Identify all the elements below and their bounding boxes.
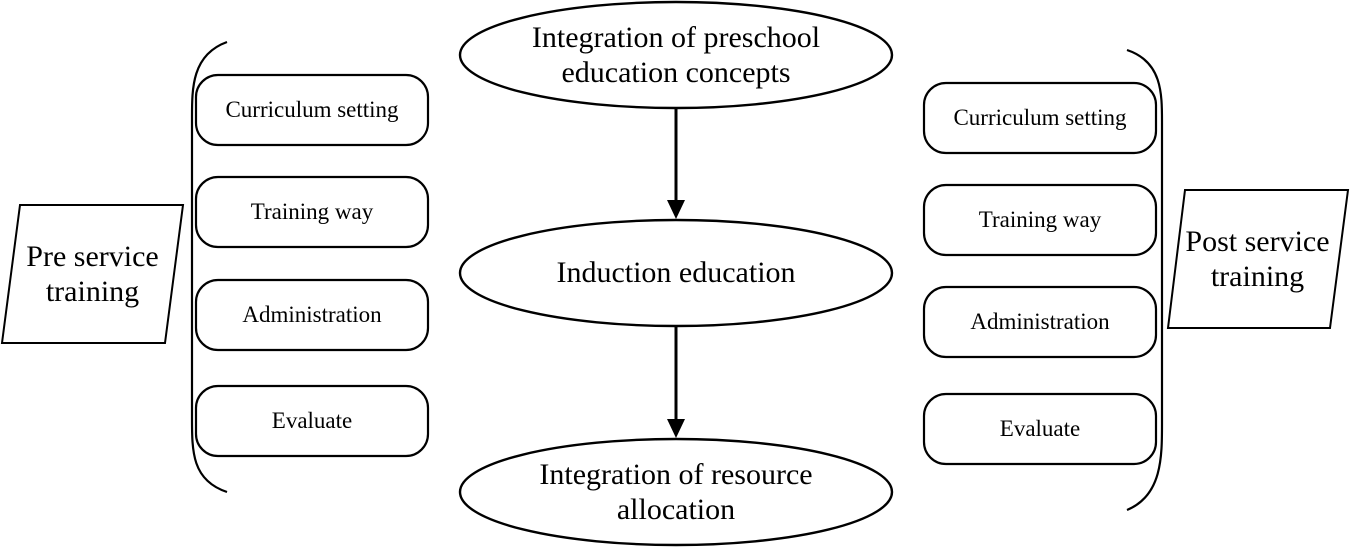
- induction-node-line-1: Induction education: [556, 256, 796, 290]
- pre-item-box-2: [194, 175, 430, 249]
- pre-service-title-line-1: Pre service: [26, 239, 159, 273]
- pre-item-box-1: [194, 73, 430, 147]
- post-item-evaluate: Evaluate: [999, 415, 1081, 441]
- pre-item-box-4: [194, 384, 430, 458]
- post-item-box-1: [922, 81, 1158, 155]
- resource-node: Integration of resource allocation: [460, 441, 892, 543]
- post-item-box-4: [922, 392, 1158, 466]
- post-service-title-line-1: Post service: [1185, 224, 1330, 258]
- pre-service-node: Pre service training: [10, 208, 175, 340]
- arrow-concepts-to-induction-head: [667, 200, 685, 219]
- post-item-curriculum-setting: Curriculum setting: [953, 104, 1127, 130]
- concepts-node-line-1: Integration of preschool: [531, 20, 821, 54]
- concepts-node-line-2: education concepts: [561, 56, 791, 89]
- resource-ellipse-shape: [458, 437, 894, 547]
- pre-item-curriculum-setting: Curriculum setting: [225, 96, 399, 122]
- post-item-box-3: [922, 285, 1158, 359]
- post-item-box-2: [922, 183, 1158, 257]
- pre-item-evaluate: Evaluate: [271, 407, 353, 433]
- induction-node: Induction education: [460, 222, 892, 324]
- post-service-bracket: [1126, 48, 1164, 512]
- pre-item-administration: Administration: [242, 301, 382, 327]
- pre-item-training-way: Training way: [250, 198, 374, 224]
- post-service-node: Post service training: [1175, 193, 1340, 325]
- pre-service-title-line-2: training: [45, 275, 140, 308]
- concepts-node: Integration of preschool education conce…: [460, 4, 892, 106]
- pre-item-box-3: [194, 278, 430, 352]
- resource-node-line-1: Integration of resource: [539, 457, 813, 491]
- resource-node-line-2: allocation: [616, 493, 736, 526]
- post-item-administration: Administration: [970, 308, 1110, 334]
- pre-service-bracket: [190, 40, 228, 494]
- post-service-title-line-2: training: [1210, 260, 1305, 293]
- pre-service-parallelogram-shape: [0, 204, 185, 344]
- arrow-induction-to-resource-head: [667, 419, 685, 438]
- post-item-training-way: Training way: [978, 206, 1102, 232]
- post-service-parallelogram-shape: [1166, 189, 1350, 329]
